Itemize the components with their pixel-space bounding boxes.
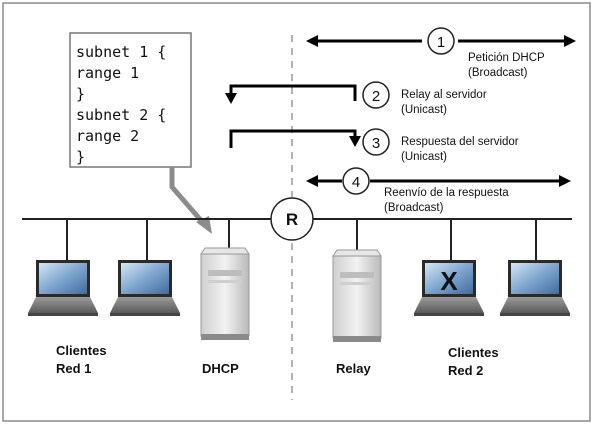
laptop-icon xyxy=(110,260,180,316)
laptop-icon xyxy=(500,260,570,316)
step-2-label: Relay al servidor xyxy=(401,89,487,101)
step-1: 1 Petición DHCP (Broadcast) xyxy=(427,27,545,79)
step-2: 2 Relay al servidor (Unicast) xyxy=(362,81,487,116)
relay-label: Relay xyxy=(336,361,371,376)
step-4: 4 Reenvío de la respuesta (Broadcast) xyxy=(342,167,509,214)
clients-red1-label: Clientes xyxy=(56,343,107,358)
step-3: 3 Respuesta del servidor (Unicast) xyxy=(362,128,519,163)
clients-red2-sublabel: Red 2 xyxy=(448,363,483,378)
dhcp-server-icon xyxy=(200,247,250,340)
step-3-number: 3 xyxy=(372,135,380,152)
laptop-icon xyxy=(28,260,98,316)
step-1-number: 1 xyxy=(437,34,445,51)
step-4-sublabel: (Broadcast) xyxy=(384,202,444,214)
dhcp-label: DHCP xyxy=(202,361,239,376)
step-3-label: Respuesta del servidor xyxy=(401,136,519,148)
step-4-number: 4 xyxy=(352,174,360,191)
step-1-sublabel: (Broadcast) xyxy=(468,67,528,79)
clients-red2-label: Clientes xyxy=(448,345,499,360)
config-pointer-arrow xyxy=(169,167,212,234)
config-line: } xyxy=(76,148,85,166)
step-2-sublabel: (Unicast) xyxy=(401,104,447,116)
router-node: R xyxy=(270,197,314,241)
relay-server-icon xyxy=(332,249,382,342)
dhcp-config-box: subnet 1 { range 1 } subnet 2 { range 2 … xyxy=(69,32,192,168)
step-1-label: Petición DHCP xyxy=(468,52,545,64)
step-4-arrow xyxy=(306,175,571,187)
laptop-blocked-icon: X xyxy=(414,260,484,316)
router-label: R xyxy=(286,210,298,229)
config-line: range 2 xyxy=(76,127,139,145)
step-4-label: Reenvío de la respuesta xyxy=(384,187,509,199)
step-1-arrow xyxy=(306,35,576,47)
clients-red1-sublabel: Red 1 xyxy=(56,361,91,376)
config-line: subnet 2 { xyxy=(76,106,166,124)
config-line: subnet 1 { xyxy=(76,43,166,61)
network-drops xyxy=(66,219,537,260)
step-3-arrow xyxy=(229,129,361,148)
config-line: } xyxy=(76,85,85,103)
step-2-arrow xyxy=(225,84,357,104)
step-3-sublabel: (Unicast) xyxy=(401,151,447,163)
step-2-number: 2 xyxy=(372,88,380,105)
config-line: range 1 xyxy=(76,64,139,82)
blocked-mark: X xyxy=(440,266,458,296)
